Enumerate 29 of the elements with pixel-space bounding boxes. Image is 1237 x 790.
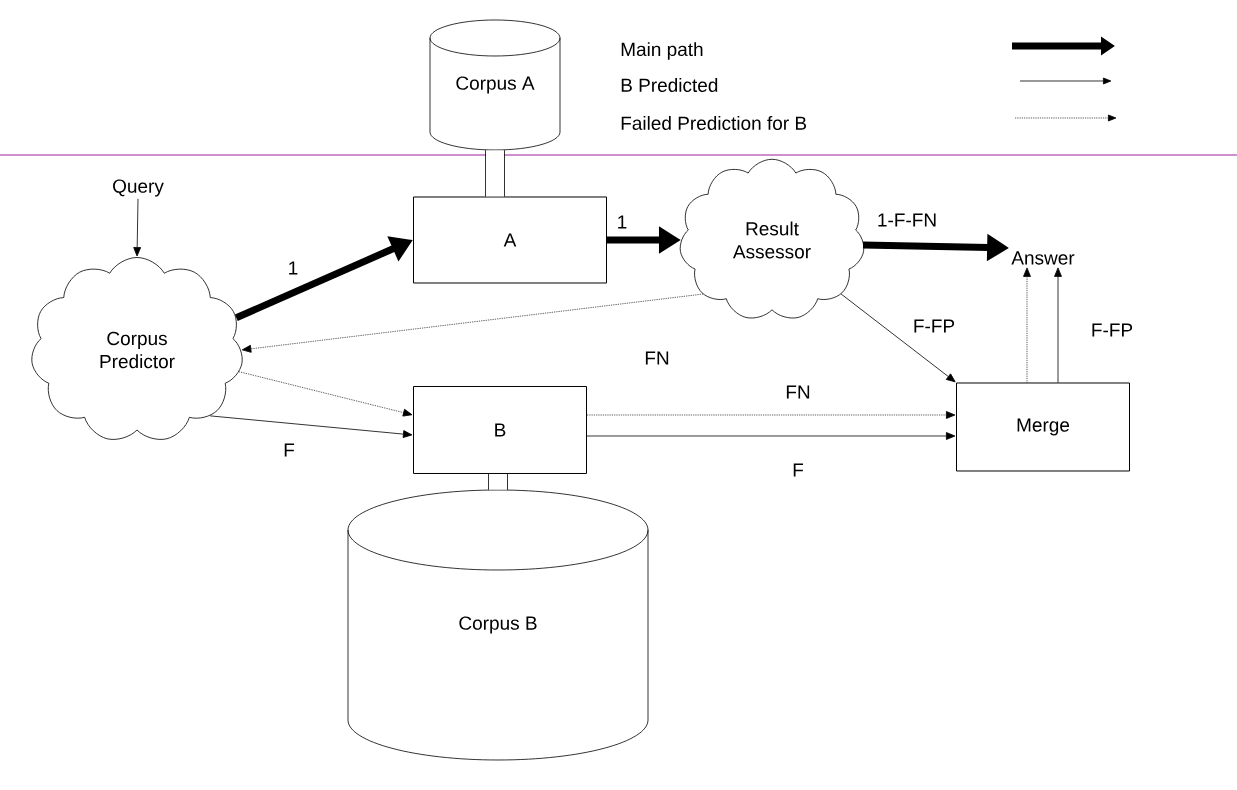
text-label: Answer (1011, 251, 1075, 265)
arrow (1023, 267, 1031, 383)
edge-label: F-FP (1089, 322, 1135, 338)
arrow (1054, 267, 1062, 383)
arrow (586, 411, 956, 419)
arrow (209, 415, 413, 438)
arrow (133, 198, 142, 257)
process-box: A (413, 196, 607, 284)
edge-label: F-FP (911, 318, 957, 334)
arrow (586, 432, 956, 440)
arrow (488, 474, 508, 490)
arrow (241, 293, 704, 353)
database-cylinder: Corpus B (347, 489, 649, 761)
edge-label: FN (643, 350, 671, 366)
arrow (238, 371, 413, 417)
legend-text: Main path (621, 42, 703, 60)
legend-text: B Predicted (621, 78, 718, 92)
edge-label: F (282, 442, 296, 458)
edge-label: F (791, 462, 805, 478)
edge-label: 1 (615, 214, 629, 230)
process-box: Merge (956, 382, 1130, 472)
arrow (840, 293, 956, 383)
database-cylinder: Corpus A (429, 19, 561, 151)
edge-label: FN (784, 384, 812, 400)
text-label: Query (113, 179, 164, 197)
edge-label: 1-F-FN (875, 212, 939, 228)
process-box: B (413, 386, 587, 474)
legend-text: Failed Prediction for B (621, 116, 807, 130)
edge-label: 1 (286, 260, 300, 276)
